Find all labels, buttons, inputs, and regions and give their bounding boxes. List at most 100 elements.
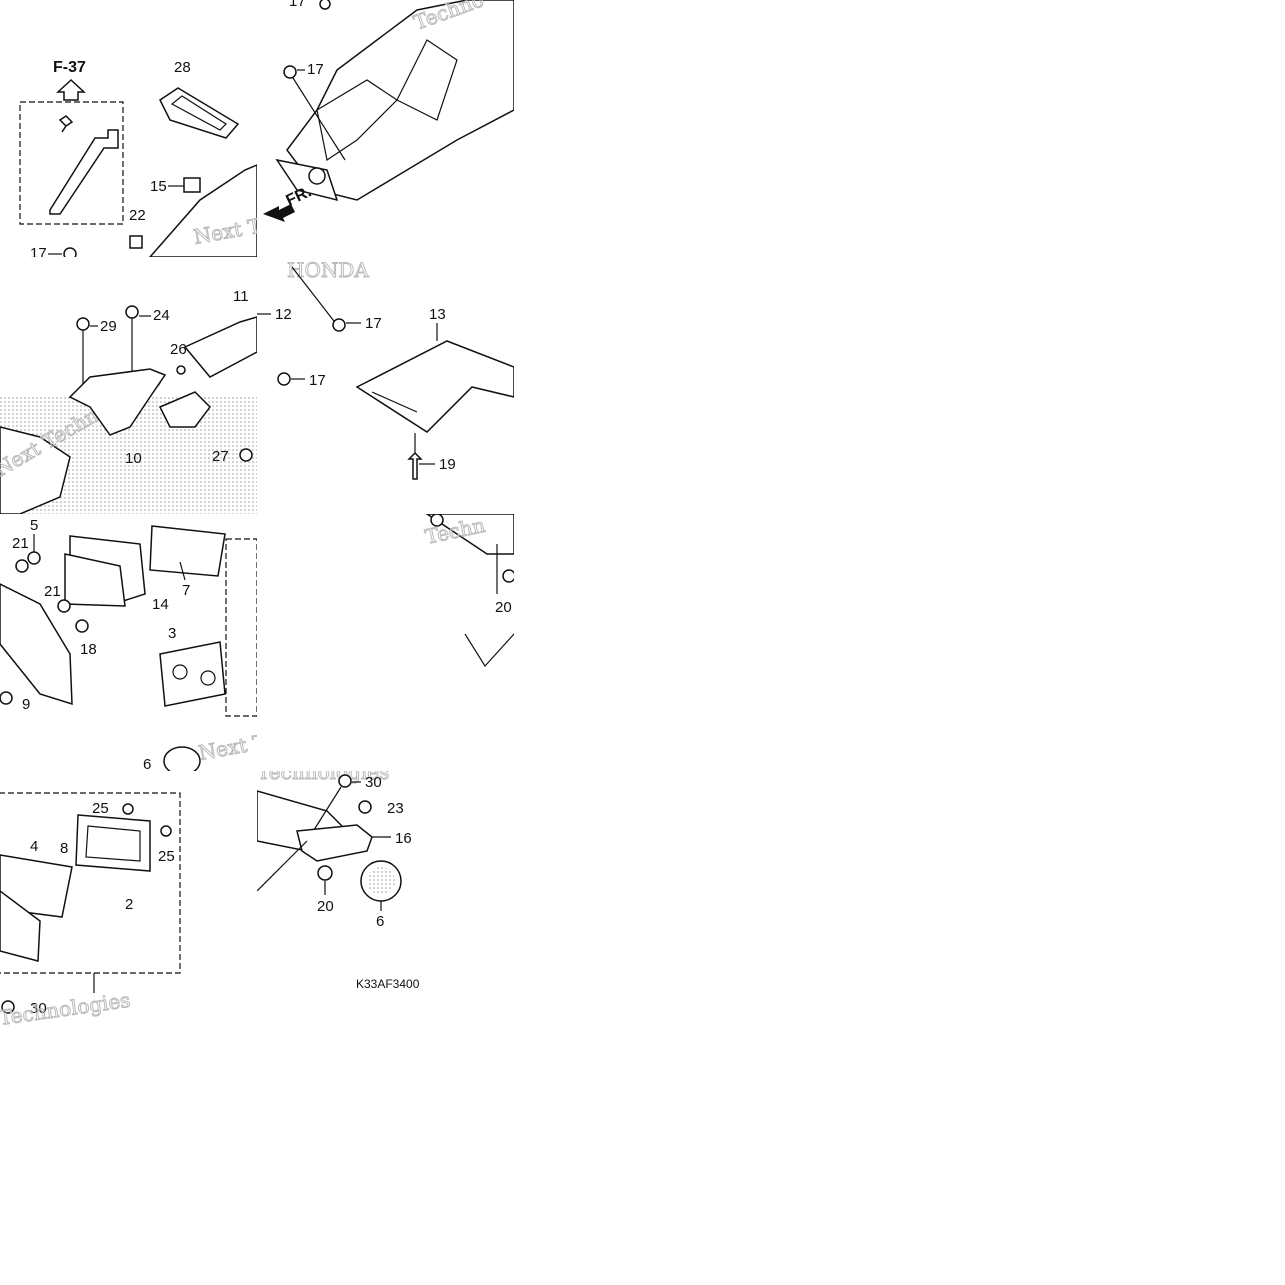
callout-label: 27: [212, 448, 229, 465]
diagram-line: [163, 746, 201, 771]
diagram-line: [367, 867, 395, 895]
diagram-line: [75, 619, 89, 633]
callout-label: 21: [44, 583, 61, 600]
callout-label: 6: [376, 913, 384, 930]
diagram-line: [85, 825, 141, 862]
watermark-text: Next Technologies: [197, 709, 257, 765]
diagram-line: [122, 803, 134, 815]
diagram-line: [317, 865, 333, 881]
diagram-line: [464, 633, 514, 667]
bolt-29-part: [76, 317, 90, 331]
diagram-line: [15, 559, 29, 573]
tile-tail-light-left: 5 21 14 21 18 9 7 3 6 Next Technol: [0, 514, 257, 771]
diagram-line: [57, 599, 71, 613]
callout-label: 10: [125, 450, 142, 467]
reflector-bracket-part: [296, 824, 373, 862]
callout-label: 23: [387, 800, 404, 817]
diagram-line: [371, 391, 418, 413]
callout-label: 13: [429, 306, 446, 323]
tile-license-light: 25 25 2 4 8 30 Technologies: [0, 771, 257, 1028]
dashed-box: [19, 101, 124, 225]
diagram-line: [158, 391, 211, 428]
bolt-24-part: [125, 305, 139, 319]
rear-fender-part: [286, 0, 514, 201]
diagram-line: [179, 561, 186, 581]
watermark-text: Technologies: [257, 771, 389, 784]
tail-light-housing-part: [0, 426, 71, 514]
tile-reflector-side: Techn 20: [257, 514, 514, 771]
callout-label: 30: [365, 774, 382, 791]
callout-label: 29: [100, 318, 117, 335]
callout-label: 17: [365, 315, 382, 332]
bracket-part: [49, 129, 119, 215]
up-arrow-icon: [56, 78, 86, 101]
rivet-19-part: [407, 451, 423, 480]
bolt-17-part: [332, 318, 346, 332]
tile-reflector-bracket: Technologies 30 23 16 20 6 K33AF3400: [257, 771, 514, 1028]
callout-label: 30: [30, 1000, 47, 1017]
lens-2-part: [75, 814, 151, 872]
diagram-line: [338, 774, 352, 788]
diagram-line: [200, 670, 216, 686]
watermark-text: Technologies: [0, 988, 132, 1028]
callout-label: 17: [307, 61, 324, 78]
diagram-line: [1, 1000, 15, 1014]
tile-license-bracket: Next Technologies 29 24 10 11 26 27: [0, 257, 257, 514]
callout-label: 11: [233, 288, 249, 305]
diagram-line: [239, 448, 253, 462]
diagram-line: [430, 514, 444, 527]
diagram-code: K33AF3400: [356, 977, 420, 991]
callout-label: 25: [92, 800, 109, 817]
callout-label: 12: [275, 306, 292, 323]
diagram-line: [176, 365, 186, 375]
diagram-line: [425, 514, 514, 555]
tile-rear-fender-top: 17 17 Techno FR.: [257, 0, 514, 257]
diagram-line: [358, 800, 372, 814]
gasket-4-part: [0, 854, 73, 918]
tile-splash-guard: HONDA 12 17 17 13 19: [257, 257, 514, 514]
callout-label: 6: [143, 756, 151, 771]
diagram-line: [277, 372, 291, 386]
callout-label: 16: [395, 830, 412, 847]
callout-label: 17: [289, 0, 306, 10]
callout-label: 2: [125, 896, 133, 913]
diagram-line: [257, 840, 308, 892]
rubber-strap-part: [159, 87, 240, 139]
diagram-line: [0, 890, 41, 962]
diagram-line: [27, 551, 41, 565]
callout-label: 5: [30, 517, 38, 534]
callout-label: 26: [170, 341, 187, 358]
callout-label: 25: [158, 848, 175, 865]
callout-label: 22: [129, 207, 146, 224]
callout-label: 24: [153, 307, 170, 324]
callout-label: 21: [12, 535, 29, 552]
diagram-line: [502, 569, 514, 583]
reference-label: F-37: [53, 59, 86, 76]
diagram-line: [291, 266, 338, 326]
watermark-text: HONDA: [287, 258, 369, 282]
tile-grab-rail-area: F-37 28 15 Next Tec 22 17: [0, 0, 257, 257]
bolt-17-part: [63, 247, 77, 257]
diagram-line: [172, 664, 188, 680]
nut-part: [129, 235, 143, 249]
diagram-line: [0, 691, 13, 705]
callout-label: 4: [30, 838, 38, 855]
bolt-17-part: [283, 65, 297, 79]
fender-part: [149, 164, 257, 257]
front-arrow-icon: [263, 204, 295, 222]
callout-label: 17: [30, 245, 47, 257]
diagram-line: [183, 316, 257, 378]
callout-label: 28: [174, 59, 191, 76]
bolt-icon: [58, 115, 74, 133]
base-plate-part: [159, 641, 226, 707]
callout-label: 20: [495, 599, 512, 616]
callout-label: 7: [182, 582, 190, 599]
callout-label: 17: [309, 372, 326, 389]
splash-guard-part: [355, 340, 514, 433]
diagram-line: [225, 538, 257, 717]
callout-label: 14: [152, 596, 169, 613]
dashed-box: [0, 792, 181, 974]
callout-label: 18: [80, 641, 97, 658]
diagram-line: [308, 167, 326, 185]
